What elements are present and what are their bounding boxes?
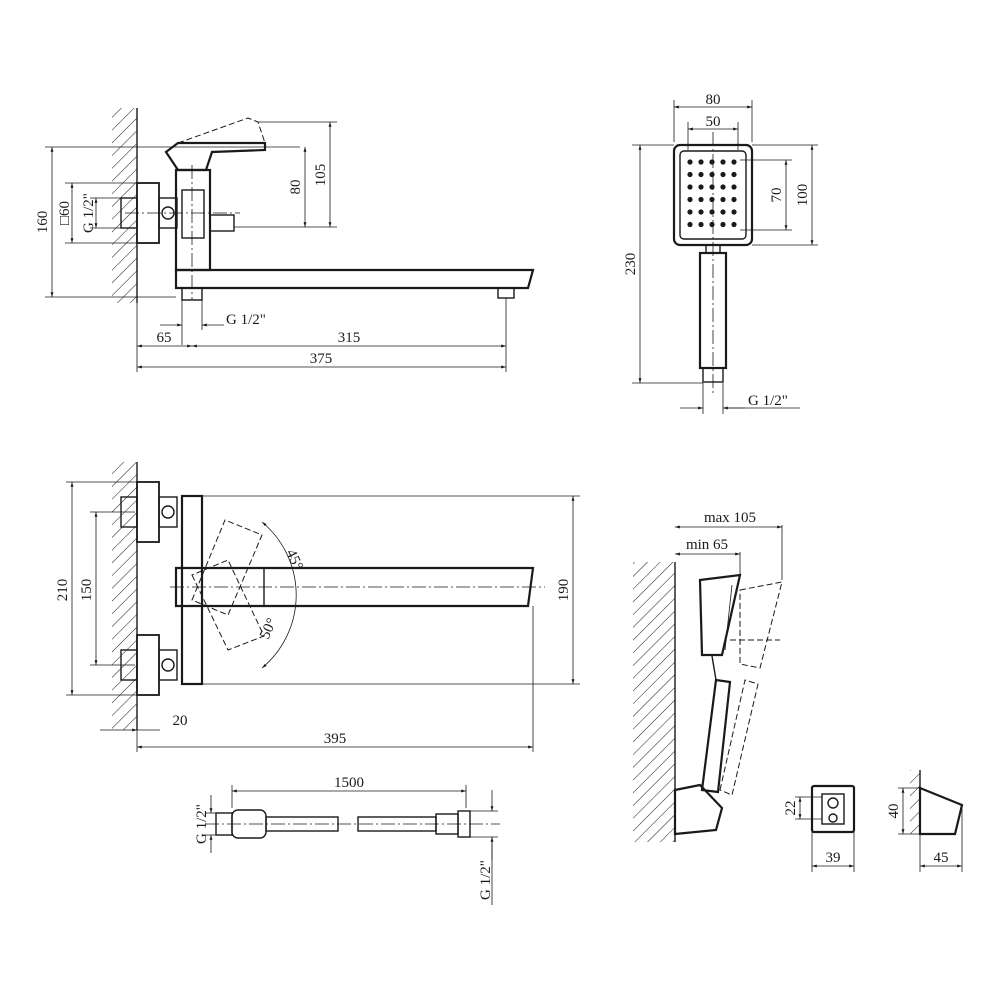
dim-head-height: 100 (795, 184, 811, 207)
dim-105: 105 (313, 164, 329, 187)
body-bar (180, 494, 204, 686)
nozzle-dot (731, 171, 737, 178)
dim-39: 39 (826, 850, 841, 866)
nozzle-dot (698, 221, 704, 228)
hose-view: 1500 G 1/2" G 1/2" (194, 775, 500, 905)
nozzle-dot (709, 159, 715, 165)
nozzle-dot (720, 209, 726, 215)
top-view: 45° 50° 210 150 190 20 395 (55, 462, 580, 752)
nozzle-dot (731, 159, 737, 165)
holder-front-body (810, 784, 856, 834)
nozzle-dot (687, 159, 693, 165)
nozzle-dot (720, 184, 726, 190)
nozzle-dot (709, 184, 715, 190)
dim-1500: 1500 (334, 775, 364, 791)
dim-min-65: min 65 (686, 537, 728, 553)
nozzle-dot (687, 196, 693, 203)
dim-65: 65 (157, 330, 172, 346)
dim-square-60: □60 (57, 201, 73, 225)
nozzle-dot (709, 196, 715, 203)
wall-hatch (112, 108, 137, 303)
nozzle-dot (698, 196, 704, 203)
holder-profile-body (918, 786, 964, 836)
nozzle-dot (698, 159, 704, 165)
spout-top (174, 566, 535, 608)
dim-thread-left: G 1/2" (194, 804, 210, 844)
dim-210: 210 (55, 579, 71, 602)
nozzle-dot (731, 209, 737, 215)
nozzle-dot (720, 171, 726, 178)
dim-thread: G 1/2" (748, 393, 788, 409)
dim-160: 160 (35, 211, 51, 234)
nozzle-dot (720, 196, 726, 203)
holder-base (673, 783, 724, 836)
nozzle-grid (687, 159, 737, 228)
dim-face-width: 50 (706, 114, 721, 130)
dim-outlet-thread: G 1/2" (226, 312, 266, 328)
nozzle-dot (709, 209, 715, 215)
holder-side-view: max 105 min 65 (633, 510, 783, 842)
dim-150: 150 (79, 579, 95, 602)
swivel-arc (261, 521, 297, 669)
nozzle-dot (698, 171, 704, 178)
dim-45: 45 (934, 850, 949, 866)
nozzle-dot (709, 221, 715, 228)
nozzle-dot (687, 184, 693, 190)
dim-total-length: 230 (623, 253, 639, 276)
dim-thread-right: G 1/2" (478, 860, 494, 900)
lever (164, 141, 267, 172)
dim-inlet-thread: G 1/2" (81, 193, 97, 233)
dim-375: 375 (310, 351, 333, 367)
holder-profile-view: 40 45 (886, 770, 964, 872)
dim-395: 395 (324, 731, 347, 747)
nozzle-dot (698, 209, 704, 215)
dim-max-105: max 105 (704, 510, 756, 526)
wall-hatch-holder (633, 562, 675, 842)
nozzle-dot (687, 221, 693, 228)
side-view: 160 □60 G 1/2" 80 105 G 1/2" 65 315 (35, 108, 535, 372)
nozzle-dot (720, 221, 726, 228)
nozzle-dot (731, 184, 737, 190)
hand-shower-view: 80 50 70 100 230 G 1/2" (623, 92, 818, 414)
nozzle-dot (709, 171, 715, 178)
nozzle-dot (720, 159, 726, 165)
nozzle-dot (698, 184, 704, 190)
holder-front-view: 22 39 (783, 784, 856, 872)
dim-80: 80 (288, 180, 304, 195)
shower-min-position (700, 678, 732, 794)
dim-head-width: 80 (706, 92, 721, 108)
nozzle-dot (731, 196, 737, 203)
dim-190: 190 (556, 579, 572, 602)
spout (174, 268, 535, 290)
nozzle-dot (731, 221, 737, 228)
dim-22: 22 (783, 801, 799, 816)
dim-20: 20 (173, 713, 188, 729)
wall-hatch-top (112, 462, 137, 730)
mixer-body (174, 168, 212, 272)
nozzle-dot (687, 171, 693, 178)
nozzle-dot (687, 209, 693, 215)
dim-nozzle-height: 70 (769, 188, 785, 203)
dim-315: 315 (338, 330, 361, 346)
dim-40: 40 (886, 804, 902, 819)
